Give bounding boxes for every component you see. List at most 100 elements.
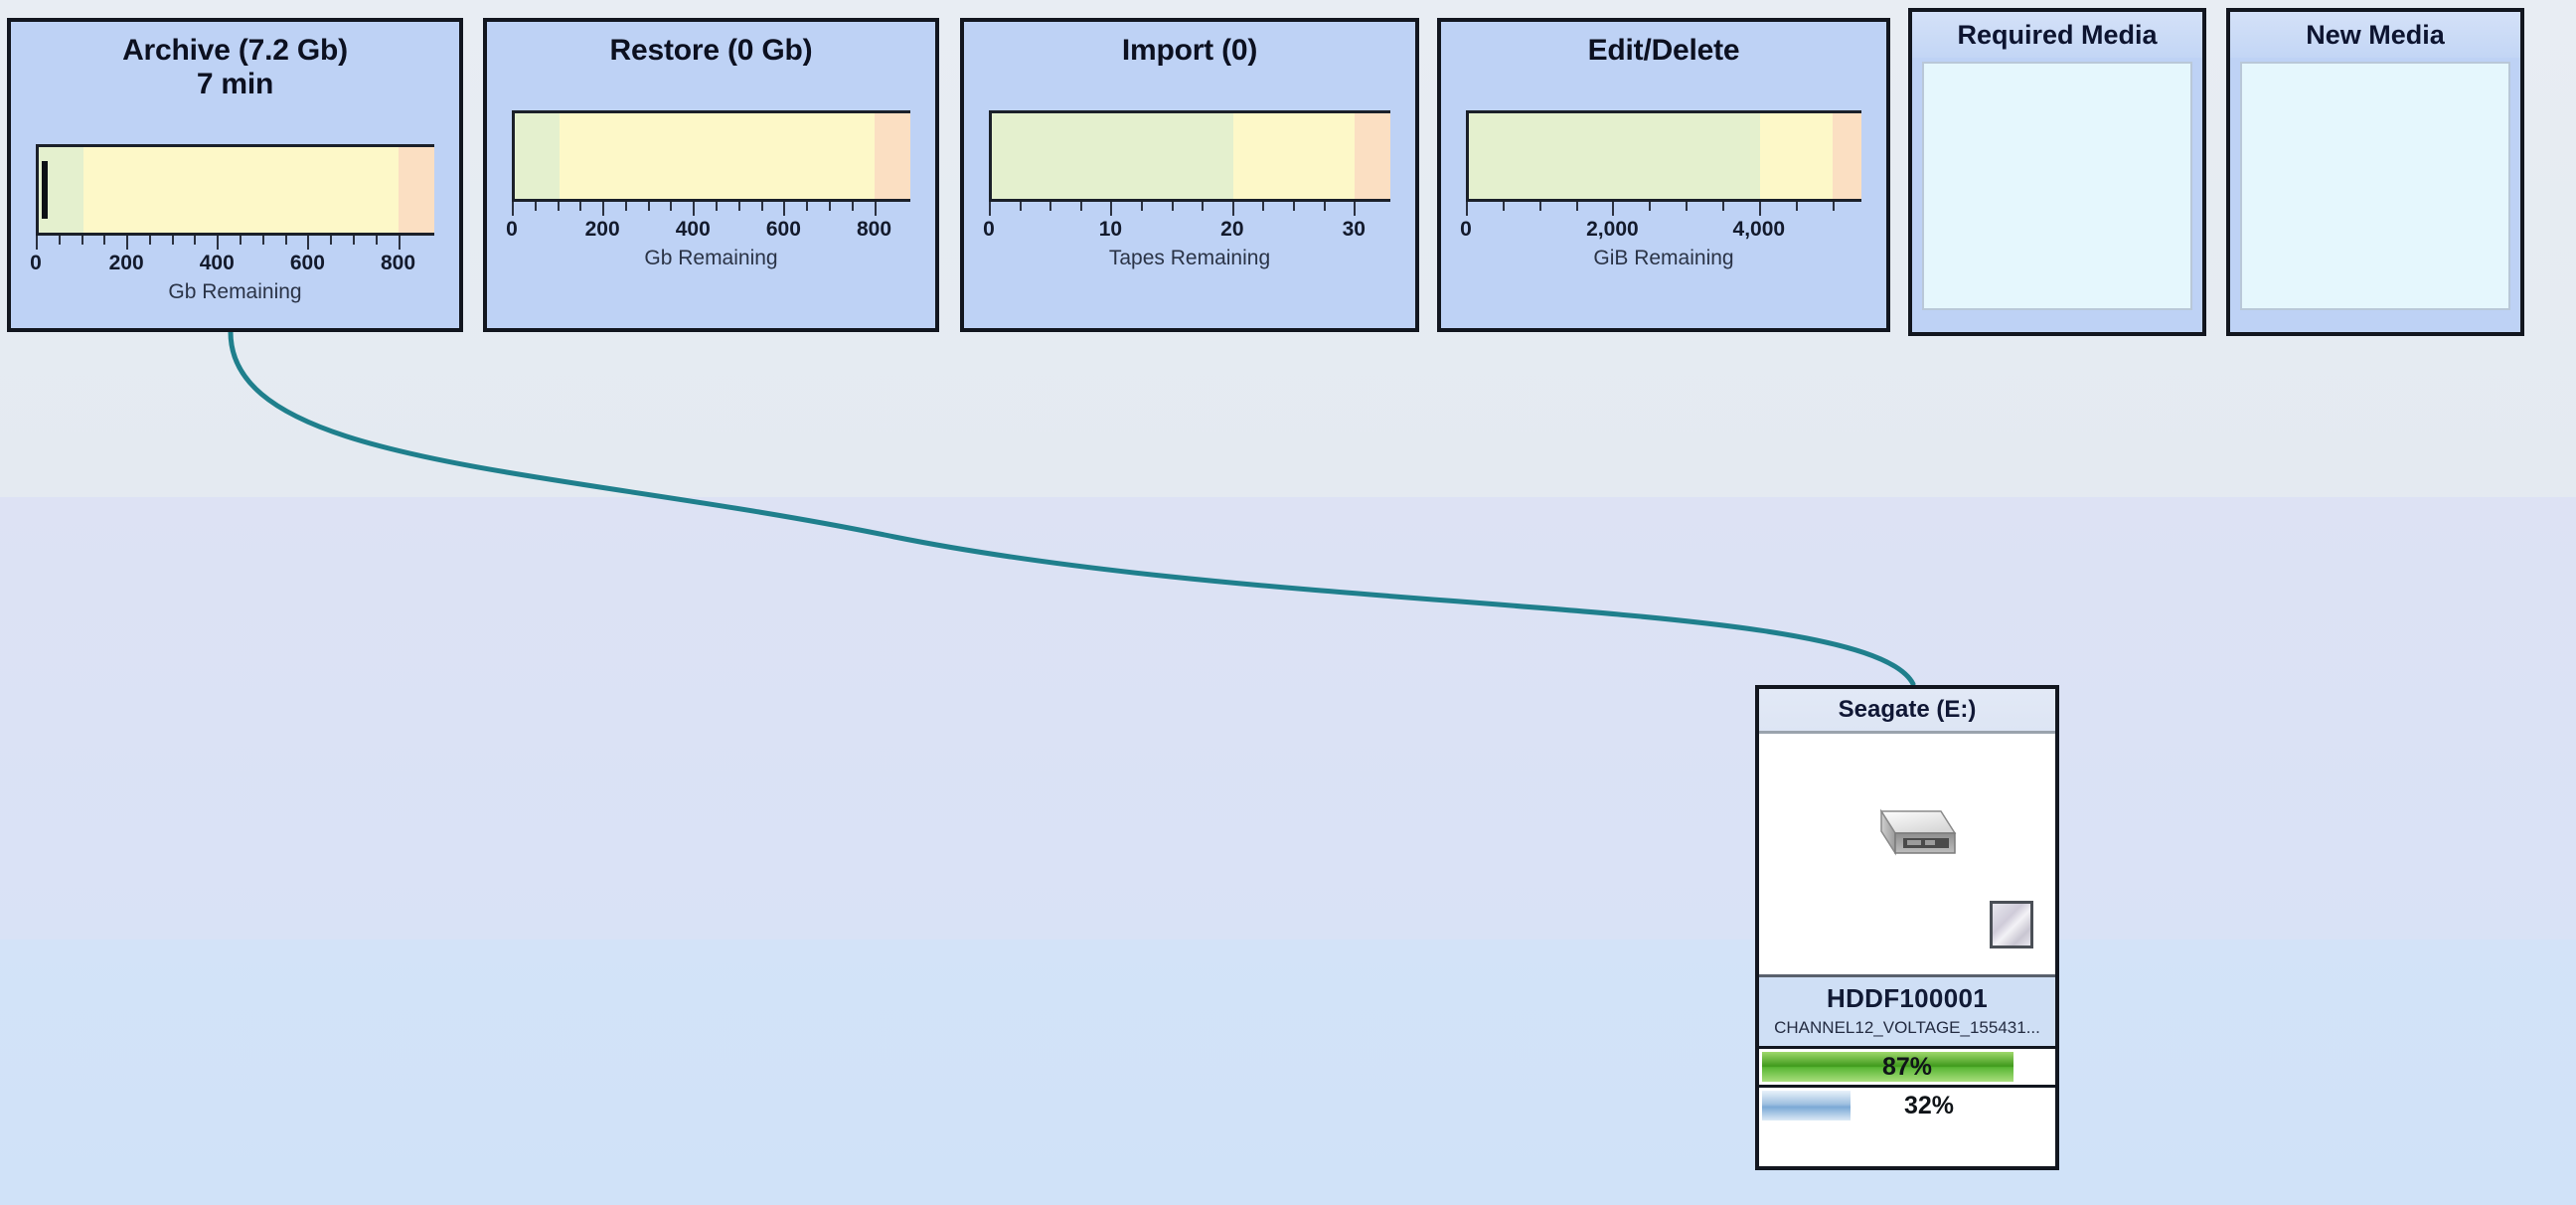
axis-tick-label: 200 (584, 218, 620, 241)
axis-tick (398, 236, 401, 250)
axis-tick-minor (148, 236, 151, 245)
axis-tick (171, 236, 174, 245)
axis-tick-minor (1721, 202, 1724, 211)
media-list-required[interactable] (1922, 62, 2192, 310)
gauge-value-marker (42, 161, 49, 219)
axis-tick-minor (806, 202, 809, 211)
axis-tick (989, 202, 991, 216)
axis-tick (693, 202, 696, 216)
axis-tick-minor (1575, 202, 1578, 211)
axis-tick-minor (670, 202, 673, 211)
axis-tick-label: 0 (30, 252, 42, 274)
axis-tick-minor (58, 236, 61, 245)
background-band-middle (0, 497, 2576, 940)
axis-tick-minor (1795, 202, 1798, 211)
media-list-new[interactable] (2240, 62, 2510, 310)
media-panel-title-new: New Media (2230, 12, 2520, 58)
gauge-plot-box-restore (512, 110, 910, 202)
axis-tick (1758, 202, 1761, 216)
axis-tick-label: 0 (983, 218, 995, 241)
gauge-title-restore: Restore (0 Gb) (609, 34, 813, 67)
axis-tick (783, 202, 786, 216)
axis-tick (647, 202, 650, 211)
gauge-title-import: Import (0) (1121, 34, 1258, 67)
axis-tick (737, 202, 740, 211)
axis-tick-minor (1649, 202, 1652, 211)
media-panel-title-required: Required Media (1912, 12, 2202, 58)
axis-tick-label: 0 (506, 218, 518, 241)
gauge-zone-yellow (560, 113, 875, 199)
media-cartridge-icon[interactable] (1990, 901, 2033, 948)
axis-tick (307, 236, 310, 250)
axis-tick-label: 800 (381, 252, 416, 274)
axis-tick (1612, 202, 1615, 216)
axis-tick-label: 2,000 (1586, 218, 1639, 241)
axis-tick-minor (760, 202, 763, 211)
device-title: Seagate (E:) (1759, 689, 2055, 734)
gauge-axis-ticks (989, 202, 1390, 218)
media-panel-required[interactable]: Required Media (1908, 8, 2206, 336)
axis-tick-label: 10 (1098, 218, 1123, 241)
axis-tick (261, 236, 264, 245)
axis-tick-minor (1202, 202, 1205, 211)
axis-tick (1110, 202, 1113, 216)
axis-tick (1049, 202, 1052, 211)
axis-tick-minor (1262, 202, 1265, 211)
axis-tick (828, 202, 831, 211)
axis-tick (1832, 202, 1835, 211)
axis-tick-minor (851, 202, 854, 211)
axis-tick-label: 4,000 (1732, 218, 1786, 241)
axis-tick-minor (716, 202, 719, 211)
gauge-axis-title: Tapes Remaining (1108, 247, 1271, 269)
gauge-axis-ticks (36, 236, 434, 252)
gauge-plot-box-editdelete (1466, 110, 1861, 202)
axis-tick-minor (579, 202, 582, 211)
gauge-zone-yellow (1233, 113, 1355, 199)
media-panel-new[interactable]: New Media (2226, 8, 2524, 336)
axis-tick-minor (330, 236, 333, 245)
axis-tick (557, 202, 560, 211)
axis-tick-minor (103, 236, 106, 245)
axis-tick-minor (1141, 202, 1144, 211)
gauge-axis-title: Gb Remaining (168, 280, 302, 303)
axis-tick (217, 236, 220, 250)
gauge-zone-yellow (1759, 113, 1833, 199)
axis-tick-label: 30 (1342, 218, 1366, 241)
axis-tick (352, 236, 355, 245)
axis-tick (126, 236, 129, 250)
capacity-bar-fill (1762, 1052, 2014, 1082)
axis-tick-minor (284, 236, 287, 245)
axis-tick (80, 236, 83, 245)
gauge-axis-labels: 0 2,000 4,000 (1460, 218, 1861, 244)
gauge-subtitle-archive: 7 min (196, 68, 274, 100)
gauge-zone-green (1469, 113, 1760, 199)
usage-bar-fill (1762, 1091, 1852, 1120)
axis-tick (1538, 202, 1541, 211)
axis-tick-minor (1323, 202, 1326, 211)
gauge-zone-yellow (83, 147, 399, 233)
axis-tick-label: 0 (1460, 218, 1472, 241)
hard-drive-icon (1879, 808, 1957, 856)
axis-tick (512, 202, 514, 216)
device-name: HDDF100001 (1827, 983, 1988, 1013)
usage-bar-label: 32% (1903, 1091, 1955, 1119)
axis-tick (1171, 202, 1174, 211)
axis-tick-label: 600 (289, 252, 325, 274)
gauge-axis-title: Gb Remaining (644, 247, 778, 269)
gauge-zone-orange (1354, 113, 1390, 199)
device-metadata: HDDF100001 CHANNEL12_VOLTAGE_155431... (1759, 974, 2055, 1046)
axis-tick (1354, 202, 1357, 216)
gauge-axis-ticks (1466, 202, 1861, 218)
device-card-seagate[interactable]: Seagate (E:) (1755, 685, 2059, 1170)
gauge-axis-ticks (512, 202, 910, 218)
gauge-zone-orange (874, 113, 910, 199)
axis-tick-minor (240, 236, 242, 245)
